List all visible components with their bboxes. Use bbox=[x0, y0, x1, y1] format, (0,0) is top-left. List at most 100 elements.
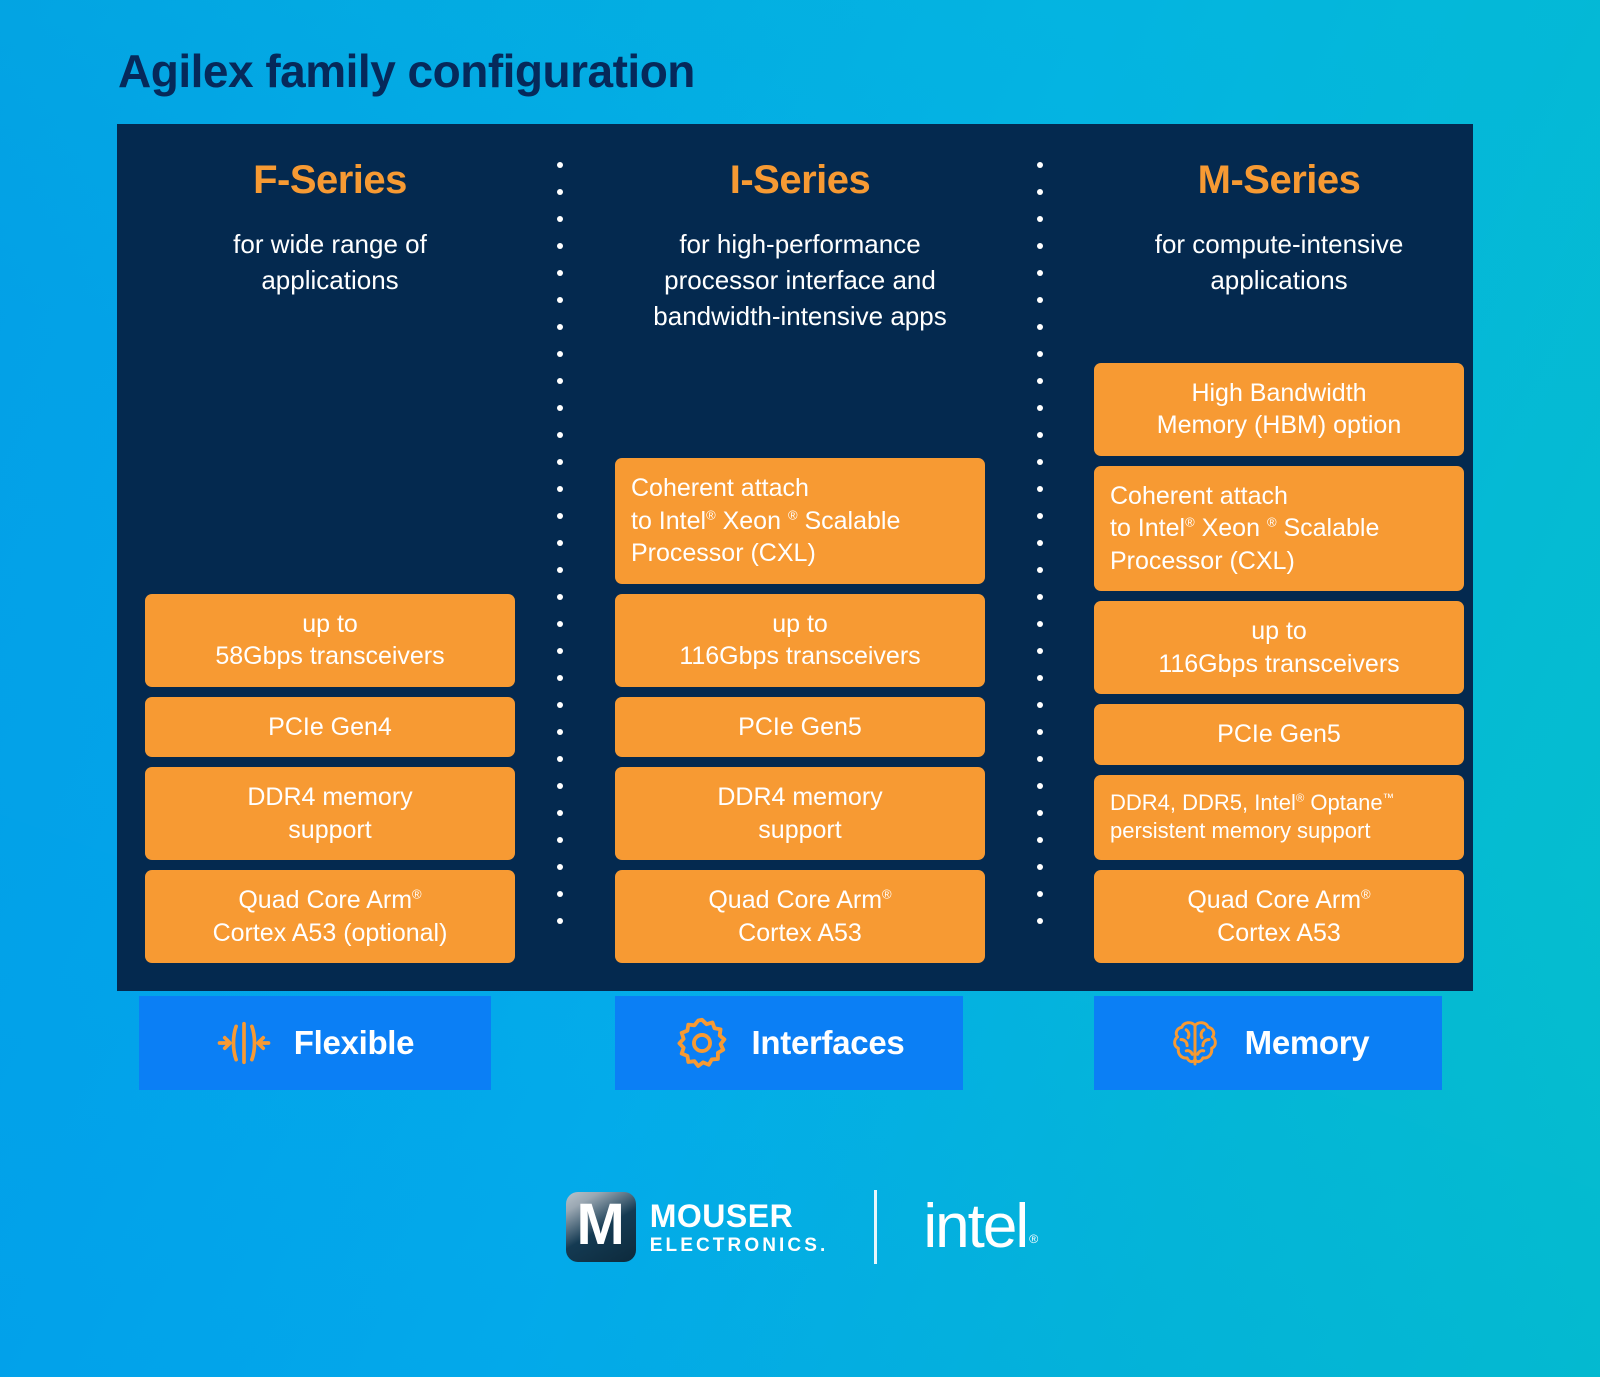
feature-box-line: up to bbox=[772, 609, 828, 638]
divider-dot bbox=[557, 594, 563, 600]
flexible-arrows-icon bbox=[217, 1021, 271, 1065]
intel-registered-mark: ® bbox=[1029, 1232, 1038, 1246]
divider-dot bbox=[557, 459, 563, 465]
category-badges: Flexible Interfaces bbox=[117, 996, 1473, 1090]
divider-dot bbox=[1037, 189, 1043, 195]
divider-dot bbox=[557, 567, 563, 573]
divider-dot bbox=[557, 756, 563, 762]
feature-box: PCIe Gen4 bbox=[145, 696, 515, 757]
feature-box-line: Quad Core Arm® bbox=[708, 886, 892, 914]
divider-dot bbox=[1037, 216, 1043, 222]
divider-dot bbox=[557, 189, 563, 195]
comparison-panel: F-Series for wide range of applications u… bbox=[117, 124, 1473, 991]
feature-box-line: Memory (HBM) option bbox=[1156, 411, 1402, 440]
divider-dot bbox=[557, 621, 563, 627]
divider-dot bbox=[1037, 540, 1043, 546]
footer-logos: M MOUSER ELECTRONICS. intel® bbox=[0, 1190, 1600, 1264]
registered-mark: ® bbox=[1361, 886, 1371, 902]
registered-mark: ® bbox=[1266, 514, 1277, 530]
divider-dot bbox=[557, 486, 563, 492]
badge-flexible[interactable]: Flexible bbox=[139, 996, 491, 1090]
feature-box: DDR4 memory support bbox=[145, 767, 515, 860]
divider-dot bbox=[1037, 378, 1043, 384]
feature-box-line: 58Gbps transceivers bbox=[215, 642, 445, 670]
registered-mark: ® bbox=[706, 507, 716, 523]
divider-dot bbox=[557, 270, 563, 276]
registered-mark: ® bbox=[1295, 792, 1305, 805]
divider-dot bbox=[557, 675, 563, 681]
divider-dot bbox=[1037, 837, 1043, 843]
divider-dot bbox=[1037, 891, 1043, 897]
divider-dot bbox=[1037, 513, 1043, 519]
divider-dot bbox=[1037, 162, 1043, 168]
trademark-mark: ™ bbox=[1382, 792, 1394, 805]
intel-wordmark: intel bbox=[923, 1192, 1029, 1261]
column-subtitle: for compute-intensive applications bbox=[1094, 227, 1464, 299]
column-heading: M-Series bbox=[1197, 158, 1361, 202]
feature-box-line: Coherent attach bbox=[1110, 481, 1288, 510]
feature-box-line: to Intel® Xeon ® Scalable bbox=[631, 506, 901, 535]
logo-divider bbox=[874, 1190, 878, 1264]
divider-dot bbox=[1037, 297, 1043, 303]
divider-dot bbox=[1037, 270, 1043, 276]
divider-dot bbox=[557, 837, 563, 843]
divider-dot bbox=[1037, 405, 1043, 411]
divider-dot bbox=[1037, 648, 1043, 654]
feature-box-line: Quad Core Arm® bbox=[238, 886, 422, 914]
divider-dot bbox=[1037, 432, 1043, 438]
feature-box-line: PCIe Gen4 bbox=[268, 712, 392, 741]
divider-dot bbox=[1037, 324, 1043, 330]
feature-box: Quad Core Arm®Cortex A53 bbox=[615, 870, 985, 963]
subtitle-line: bandwidth-intensive apps bbox=[653, 300, 947, 331]
registered-mark: ® bbox=[787, 507, 798, 523]
divider-dot bbox=[557, 351, 563, 357]
column-subtitle: for wide range of applications bbox=[145, 227, 515, 299]
feature-box-line: Cortex A53 (optional) bbox=[212, 918, 448, 947]
divider-dot bbox=[1037, 918, 1043, 924]
divider-dot bbox=[557, 648, 563, 654]
feature-box-line: PCIe Gen5 bbox=[738, 712, 862, 741]
feature-box-line: PCIe Gen5 bbox=[1217, 720, 1341, 749]
divider-dot bbox=[557, 162, 563, 168]
divider-dot bbox=[1037, 594, 1043, 600]
divider-dot bbox=[557, 432, 563, 438]
column-divider-2 bbox=[1037, 162, 1043, 962]
feature-box-line: persistent memory support bbox=[1110, 818, 1371, 844]
registered-mark: ® bbox=[412, 886, 422, 902]
feature-box-line: support bbox=[288, 815, 372, 844]
divider-dot bbox=[557, 918, 563, 924]
feature-box-line: DDR4 memory bbox=[247, 783, 413, 811]
column-f-series: F-Series for wide range of applications u… bbox=[145, 124, 515, 991]
divider-dot bbox=[557, 324, 563, 330]
column-heading: F-Series bbox=[253, 158, 407, 202]
brain-icon bbox=[1172, 1021, 1217, 1066]
divider-dot bbox=[557, 216, 563, 222]
badge-memory[interactable]: Memory bbox=[1094, 996, 1442, 1090]
subtitle-line: processor interface and bbox=[664, 264, 936, 295]
feature-box-line: up to bbox=[1251, 617, 1307, 646]
mouser-m-mark: M bbox=[565, 1192, 636, 1262]
feature-box-line: to Intel® Xeon ® Scalable bbox=[1110, 514, 1380, 543]
feature-box-line: DDR4 memory bbox=[717, 783, 883, 811]
divider-dot bbox=[1037, 729, 1043, 735]
mouser-m-letter: M bbox=[576, 1192, 625, 1257]
subtitle-line: applications bbox=[1210, 264, 1348, 295]
intel-logo: intel® bbox=[923, 1196, 1038, 1258]
subtitle-line: applications bbox=[261, 264, 399, 295]
badge-label: Interfaces bbox=[751, 1024, 905, 1061]
subtitle-line: for high-performance bbox=[679, 229, 921, 259]
divider-dot bbox=[557, 783, 563, 789]
subtitle-line: for wide range of bbox=[233, 229, 427, 259]
feature-box-line: Coherent attach bbox=[631, 474, 809, 502]
feature-box-line: Processor (CXL) bbox=[1110, 546, 1295, 575]
divider-dot bbox=[1037, 675, 1043, 681]
badge-interfaces[interactable]: Interfaces bbox=[615, 996, 963, 1090]
divider-dot bbox=[1037, 459, 1043, 465]
subtitle-line: for compute-intensive bbox=[1154, 229, 1404, 259]
